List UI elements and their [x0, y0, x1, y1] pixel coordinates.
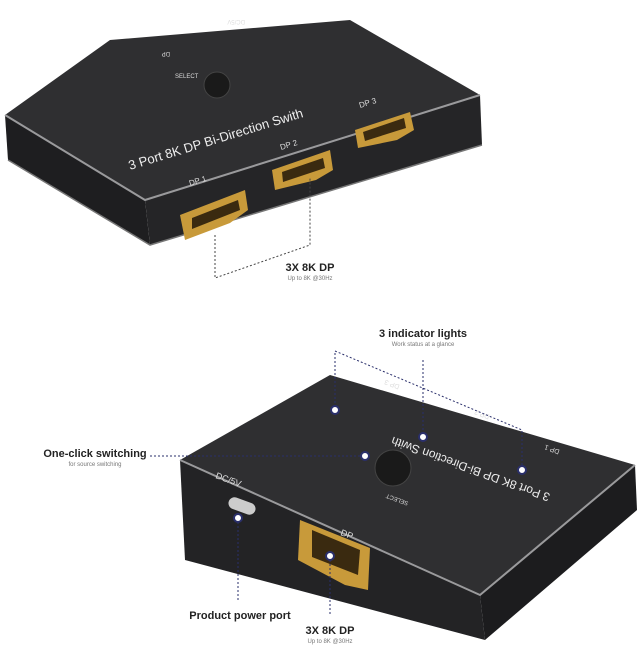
callout-title: 3X 8K DP — [285, 262, 335, 274]
switch-device-bottom: 3 Port 8K DP Bi-Direction Swith DC/5V DP… — [150, 350, 637, 640]
callout-ports-bottom: 3X 8K DP Up to 8K @30Hz — [250, 625, 410, 645]
callout-subtitle: Up to 8K @30Hz — [307, 639, 353, 645]
back-label: DP — [162, 50, 170, 56]
switch-device-top: 3 Port 8K DP Bi-Direction Swith DP 1 DP … — [4, 18, 483, 279]
port-label: DP 1 — [544, 443, 561, 455]
back-label: DC/5V — [227, 18, 245, 24]
callout-title: One-click switching — [43, 448, 147, 460]
port-label: DP 3 — [384, 378, 401, 390]
callout-power: Product power port — [160, 610, 320, 622]
callout-subtitle: Work status at a glance — [391, 342, 455, 348]
callout-title: Product power port — [189, 610, 291, 622]
callout-subtitle: for source switching — [68, 462, 122, 468]
port-label: DP 2 — [474, 408, 491, 420]
front-label: DP — [339, 527, 354, 541]
callout-switching: One-click switching for source switching — [20, 448, 170, 468]
select-button — [374, 449, 412, 487]
select-label: SELECT — [175, 74, 199, 80]
callout-indicators: 3 indicator lights Work status at a glan… — [343, 328, 503, 348]
callout-title: 3X 8K DP — [305, 625, 355, 637]
select-button — [203, 71, 231, 99]
usb-c-port — [228, 497, 256, 515]
callout-ports-top: 3X 8K DP Up to 8K @30Hz — [230, 262, 390, 282]
callout-marker — [233, 405, 527, 561]
callout-title: 3 indicator lights — [378, 328, 467, 340]
callout-subtitle: Up to 8K @30Hz — [287, 276, 333, 282]
